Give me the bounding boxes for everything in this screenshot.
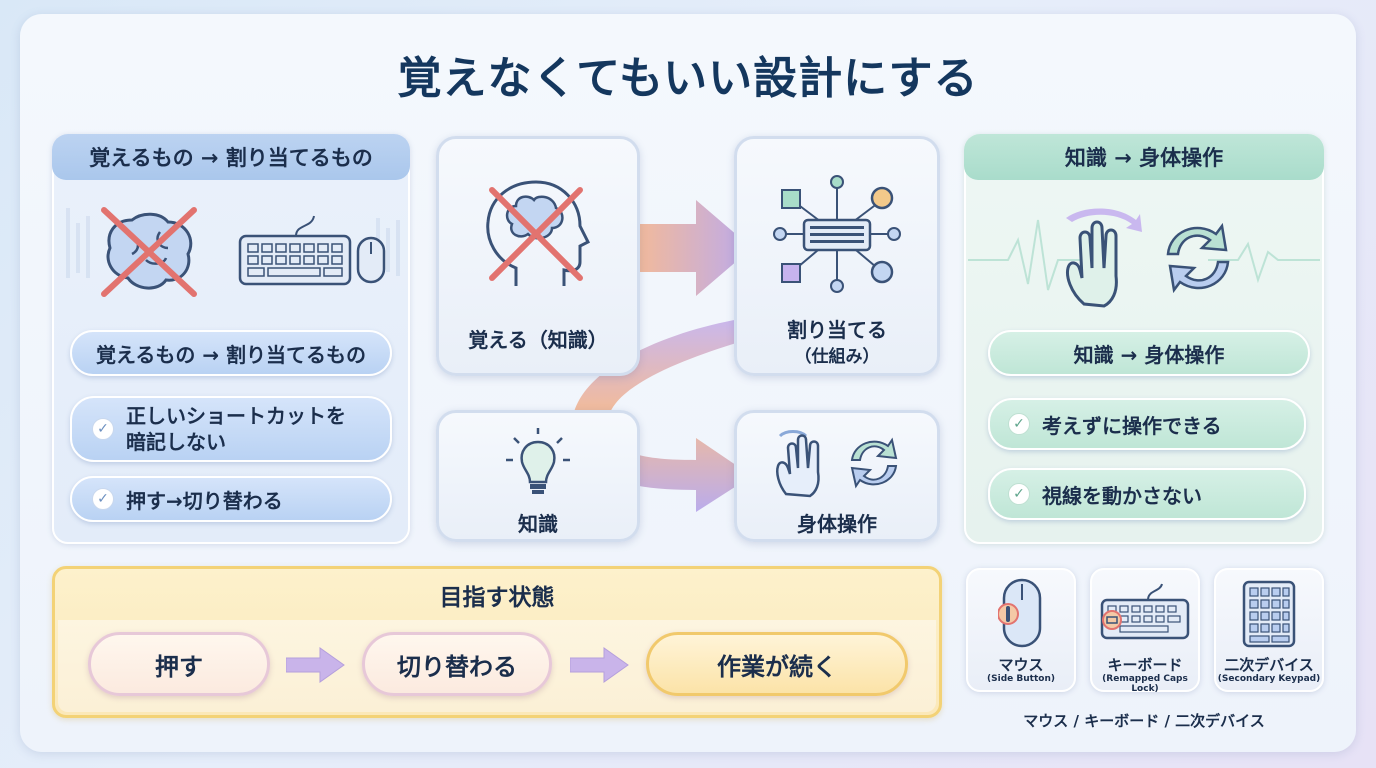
network-gears-icon	[773, 175, 901, 293]
goal-title: 目指す状態	[439, 585, 555, 611]
devices-caption: マウス / キーボード / 二次デバイス	[1023, 712, 1265, 730]
keypad-icon	[1242, 580, 1296, 648]
left-panel-header: 覚えるもの → 割り当てるもの	[52, 134, 410, 180]
device-keypad-name: 二次デバイス	[1224, 656, 1314, 674]
check-icon: ✓	[1008, 483, 1030, 505]
check-item-no-thinking: ✓ 考えずに操作できる	[988, 398, 1306, 450]
head-brain-cross-icon	[486, 180, 591, 286]
check-icon: ✓	[92, 418, 114, 440]
check-text-line2: 暗記しない	[126, 430, 226, 454]
check-text: 押す→切り替わる	[126, 488, 283, 513]
arrow-right-icon	[286, 647, 345, 683]
check-text-line1: 正しいショートカットを	[126, 404, 346, 428]
mouse-side-button-icon	[998, 578, 1042, 648]
check-item-no-memorize: ✓ 正しいショートカットを 暗記しない	[70, 396, 392, 462]
check-item-press-switch: ✓ 押す→切り替わる	[70, 476, 392, 522]
box-body	[734, 410, 940, 542]
right-panel-pill: 知識 → 身体操作	[988, 330, 1310, 376]
hand-swipe-icon	[1066, 208, 1142, 308]
box-assign-label: 割り当てる	[787, 318, 887, 342]
goal-step-switch: 切り替わる	[362, 632, 552, 696]
check-icon: ✓	[1008, 413, 1030, 435]
mouse-icon	[356, 236, 386, 284]
box-body-label: 身体操作	[797, 512, 877, 536]
keyboard-icon	[238, 215, 352, 286]
device-keyboard-name: キーボード	[1107, 656, 1183, 674]
device-mouse-name: マウス	[998, 656, 1044, 674]
left-panel-pill: 覚えるもの → 割り当てるもの	[70, 330, 392, 376]
box-memorize-label: 覚える（知識）	[468, 328, 608, 352]
goal-step-continue: 作業が続く	[646, 632, 908, 696]
check-text: 視線を動かさない	[1042, 483, 1202, 508]
check-text: 考えずに操作できる	[1042, 413, 1222, 438]
box-knowledge-label: 知識	[518, 512, 558, 536]
device-keypad-sub: (Secondary Keypad)	[1217, 674, 1321, 684]
arrow-right-icon	[570, 647, 629, 683]
hand-icon	[776, 430, 820, 498]
arrow-memorize-to-assign	[630, 200, 752, 296]
device-mouse-sub: (Side Button)	[987, 674, 1055, 684]
check-icon: ✓	[92, 488, 114, 510]
refresh-icon	[1166, 222, 1230, 294]
left-panel-illustration	[66, 207, 400, 297]
hand-refresh-icon	[776, 430, 898, 498]
box-assign-sublabel: （仕組み）	[794, 347, 880, 367]
check-item-no-eye-movement: ✓ 視線を動かさない	[988, 468, 1306, 520]
right-panel-header: 知識 → 身体操作	[964, 134, 1324, 180]
goal-step-press: 押す	[88, 632, 270, 696]
lightbulb-icon	[506, 428, 570, 494]
device-keyboard-sub: (Remapped Caps Lock)	[1102, 674, 1188, 694]
keyboard-capslock-icon	[1100, 583, 1190, 640]
page-title: 覚えなくてもいい設計にする	[397, 53, 979, 104]
box-memorize	[436, 136, 640, 376]
refresh-icon	[850, 437, 898, 489]
right-panel-illustration	[968, 208, 1320, 308]
brain-icon	[101, 207, 197, 297]
